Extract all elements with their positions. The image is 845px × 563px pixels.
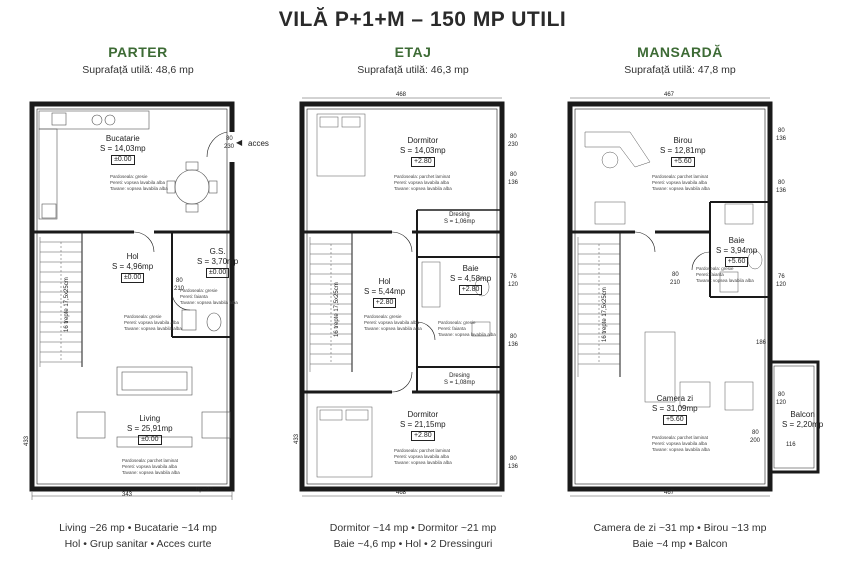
dim-parter-4: 343 — [122, 492, 133, 498]
stair-label-mansarda: 16 trepte 17,5x25cm — [602, 287, 608, 342]
plan-drawing-mansarda — [567, 97, 820, 497]
room-label-camera-zi: Camera zi S = 31,09mp +5.60 — [652, 394, 698, 425]
dim-mansarda-1: 80 — [778, 128, 785, 134]
dim-mansarda-15: 467 — [664, 490, 675, 496]
dim-etaj-9: 80 — [510, 456, 517, 462]
floor-title-etaj: ETAJ — [394, 44, 432, 60]
dim-etaj-1: 80 — [510, 134, 517, 140]
access-label: acces — [248, 139, 269, 148]
dim-parter-5: hp=90 — [196, 487, 213, 493]
room-label-birou: Birou S = 12,81mp +5.60 — [660, 136, 706, 167]
dim-mansarda-13: 200 — [750, 438, 761, 444]
dim-mansarda-12: 80 — [752, 430, 759, 436]
finishes-birou: Pardoseala: parchet laminat Pereti: vops… — [652, 174, 710, 191]
dim-etaj-6: 120 — [508, 282, 519, 288]
floor-area-mansarda: Suprafață utilă: 47,8 mp — [624, 64, 736, 76]
finishes-living: Pardoseala: parchet laminat Pereti: vops… — [122, 458, 180, 475]
room-label-hol-etaj: Hol S = 5,44mp +2.80 — [364, 277, 406, 308]
dim-mansarda-2: 136 — [776, 136, 787, 142]
dim-etaj-4: 136 — [508, 180, 519, 186]
floor-area-parter: Suprafață utilă: 48,6 mp — [82, 64, 194, 76]
room-label-baie-mansarda: Baie S = 3,94mp +5.60 — [716, 236, 758, 267]
dim-mansarda-11: 120 — [776, 400, 787, 406]
access-arrow-icon: ◀ — [236, 138, 243, 147]
room-label-baie-etaj: Baie S = 4,58mp +2.80 — [450, 264, 492, 295]
room-label-dormitor-2: Dormitor S = 21,15mp +2.80 — [400, 410, 446, 441]
floor-plan-parter: Bucatarie S = 14,03mp ±0.00 Pardoseala: … — [22, 92, 258, 502]
dim-etaj-5: 76 — [510, 274, 517, 280]
dim-parter-3: 210 — [174, 286, 185, 292]
finishes-hol-etaj: Pardoseala: gresie Pereti: vopsea lavabi… — [364, 314, 422, 331]
dim-parter-1: 230 — [224, 144, 235, 150]
page-title: VILĂ P+1+M – 150 MP UTILI — [278, 8, 567, 31]
finishes-gs: Pardoseala: gresie Pereti: faianta Tavan… — [180, 288, 238, 305]
finishes-hol: Pardoseala: gresie Pereti: vopsea lavabi… — [124, 314, 182, 331]
room-label-living: Living S = 25,91mp ±0.00 — [127, 414, 173, 445]
room-label-hol: Hol S = 4,96mp ±0.00 — [112, 252, 154, 283]
finishes-baie-etaj: Pardoseala: gresie Pereti: faianta Tavan… — [438, 320, 496, 337]
plan-drawing-parter — [29, 101, 235, 500]
dim-etaj-11: 468 — [396, 490, 407, 496]
dim-etaj-7: 80 — [510, 334, 517, 340]
dim-mansarda-9: 186 — [756, 340, 767, 346]
dim-mansarda-5: 80 — [672, 272, 679, 278]
finishes-bucatarie: Pardoseala: gresie Pereti: vopsea lavabi… — [110, 174, 168, 191]
finishes-dormitor-1: Pardoseala: parchet laminat Pereti: vops… — [394, 174, 452, 191]
caption-etaj: Dormitor ~14 mp • Dormitor ~21 mp Baie ~… — [329, 522, 497, 550]
caption-parter: Living ~26 mp • Bucatarie ~14 mp Hol • G… — [59, 522, 217, 550]
dim-etaj-12: 433 — [294, 433, 300, 444]
floor-title-parter: PARTER — [108, 44, 168, 60]
room-label-balcon: Balcon S = 2,20mp — [782, 410, 824, 429]
dim-etaj-2: 230 — [508, 142, 519, 148]
dim-parter-2: 80 — [176, 278, 183, 284]
room-label-dormitor-1: Dormitor S = 14,03mp +2.80 — [400, 136, 446, 167]
dim-etaj-0: 468 — [396, 92, 407, 98]
dim-mansarda-0: 467 — [664, 92, 675, 98]
finishes-dormitor-2: Pardoseala: parchet laminat Pereti: vops… — [394, 448, 452, 465]
stair-label-etaj: 16 trepte 17,5x25cm — [334, 282, 340, 337]
dim-mansarda-10: 80 — [778, 392, 785, 398]
room-label-dresing-1: Dresing S = 1,06mp — [444, 212, 475, 225]
room-label-gs: G.S. S = 3,70mp ±0.00 — [197, 247, 239, 278]
dim-mansarda-8: 120 — [776, 282, 787, 288]
dim-etaj-8: 136 — [508, 342, 519, 348]
dim-parter-0: 80 — [226, 136, 233, 142]
floor-plan-etaj: Dormitor S = 14,03mp +2.80 Pardoseala: p… — [292, 92, 528, 502]
dim-mansarda-6: 210 — [670, 280, 681, 286]
dim-mansarda-14: 116 — [786, 442, 796, 448]
dim-etaj-3: 80 — [510, 172, 517, 178]
floor-area-etaj: Suprafață utilă: 46,3 mp — [357, 64, 469, 76]
room-label-bucatarie: Bucatarie S = 14,03mp ±0.00 — [100, 134, 146, 165]
dim-mansarda-4: 136 — [776, 188, 787, 194]
stair-label-parter: 16 trepte 17,5x25cm — [64, 277, 70, 332]
finishes-camera-zi: Pardoseala: parchet laminat Pereti: vops… — [652, 435, 710, 452]
dim-mansarda-7: 76 — [778, 274, 785, 280]
dim-mansarda-3: 80 — [778, 180, 785, 186]
plan-drawing-etaj — [299, 97, 505, 497]
dim-etaj-10: 136 — [508, 464, 519, 470]
finishes-baie-mansarda: Pardoseala: gresie Pereti: faianta Tavan… — [696, 266, 754, 283]
dim-parter-6: 433 — [24, 435, 30, 446]
floor-title-mansarda: MANSARDĂ — [637, 44, 723, 60]
floor-plan-mansarda: Birou S = 12,81mp +5.60 Pardoseala: parc… — [560, 92, 830, 502]
room-label-dresing-2: Dresing S = 1,08mp — [444, 373, 475, 386]
caption-mansarda: Camera de zi ~31 mp • Birou ~13 mp Baie … — [593, 522, 767, 550]
